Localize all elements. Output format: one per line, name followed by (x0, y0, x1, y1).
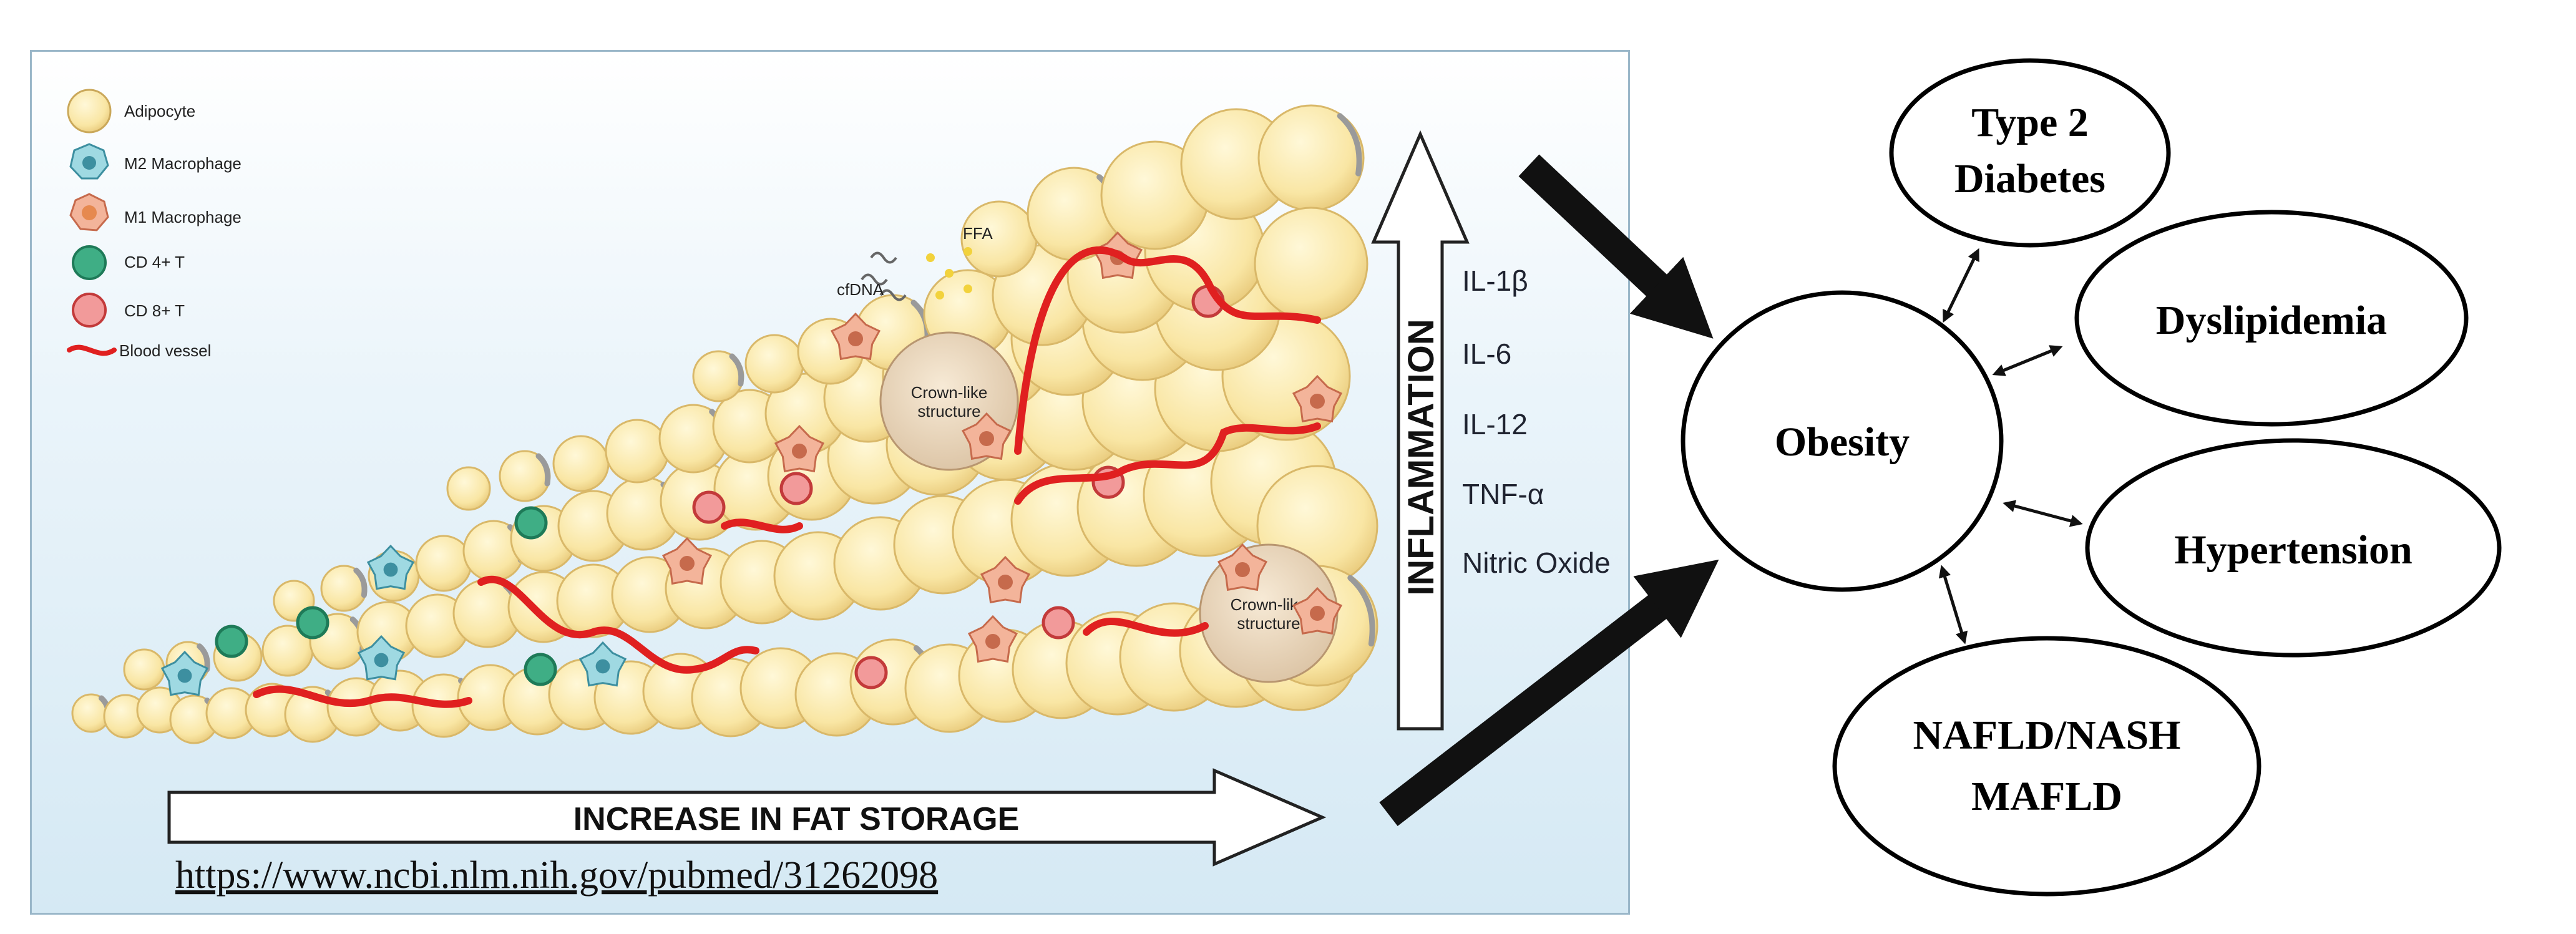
cd8-t-cell (692, 490, 726, 524)
node-nafld-line1: NAFLD/NASH (1913, 713, 2180, 758)
legend-label-vessel: Blood vessel (119, 341, 211, 360)
cd4-t-cell (296, 606, 329, 640)
cytokine-il12: IL-12 (1462, 408, 1528, 440)
legend-label-cd4: CD 4+ T (124, 253, 185, 271)
cd8-t-cell-icon (72, 293, 107, 328)
m2-macrophage-nucleus (595, 659, 610, 674)
cell-membrane-crescent (729, 353, 744, 387)
m1-macrophage-nucleus (848, 331, 863, 346)
m2-macrophage-icon (69, 143, 109, 180)
legend-label-adipocyte: Adipocyte (124, 102, 195, 120)
m1-macrophage-nucleus (680, 556, 695, 571)
adipocyte-cell (744, 334, 804, 394)
node-obesity: Obesity (1681, 290, 2004, 592)
node-type2-diabetes: Type 2 Diabetes (1889, 58, 2171, 248)
blood-vessel-icon (67, 344, 117, 356)
cell-membrane-crescent (353, 567, 368, 598)
cytokine-il1b: IL-1β (1462, 265, 1528, 297)
m1-macrophage-icon (69, 193, 109, 231)
adipocyte-cell (446, 466, 491, 511)
adipocyte-cell (1254, 207, 1368, 321)
m2-macrophage-nucleus (177, 668, 192, 683)
node-hypertension: Hypertension (2085, 438, 2502, 658)
ffa-cfdna-release: FFA cfDNA (837, 224, 993, 301)
source-url-link[interactable]: https://www.ncbi.nlm.nih.gov/pubmed/3126… (175, 854, 938, 897)
blood-vessels (253, 246, 1321, 708)
m1-macrophage-nucleus (979, 431, 994, 446)
connector-obesity-htn (2003, 500, 2083, 527)
connector-obesity-dys (1992, 345, 2063, 376)
node-obesity-label: Obesity (1775, 419, 1910, 465)
m1-macrophage-nucleus (998, 575, 1013, 590)
legend-label-m1: M1 Macrophage (124, 208, 242, 226)
cfdna-label: cfDNA (837, 280, 884, 299)
node-dyslipidemia-label: Dyslipidemia (2156, 298, 2387, 343)
cell-membrane-crescent (1347, 575, 1375, 647)
adipose-tissue-illustration: Adipocyte M2 Macrophage M1 Macrophage CD… (67, 89, 1611, 897)
cytokine-list: IL-1β IL-6 IL-12 TNF-α Nitric Oxide (1462, 265, 1611, 579)
cytokine-tnfa: TNF-α (1462, 478, 1544, 510)
crown-like-label-1b: structure (917, 402, 980, 421)
cd4-t-cell (215, 625, 248, 658)
fat-storage-label: INCREASE IN FAT STORAGE (573, 801, 1020, 837)
node-dyslipidemia: Dyslipidemia (2074, 210, 2469, 427)
m1-macrophage-nucleus (985, 634, 1000, 649)
ffa-label: FFA (963, 224, 993, 243)
blood-vessel-1 (253, 685, 472, 708)
cell-membrane-crescent (1337, 113, 1362, 177)
m1-macrophage-nucleus (792, 444, 807, 459)
blood-vessel-6 (1083, 618, 1209, 637)
adipocyte-cell (605, 419, 670, 484)
adipocyte-icon (67, 89, 112, 134)
legend-label-cd8: CD 8+ T (124, 301, 185, 320)
crown-like-label-2b: structure (1237, 614, 1300, 633)
cd8-t-cell (1042, 606, 1075, 640)
node-t2d-line2: Diabetes (1954, 156, 2105, 202)
inflammation-label: INFLAMMATION (1401, 319, 1442, 596)
cd4-t-cell (524, 653, 557, 686)
m1-macrophage-nucleus (1310, 606, 1325, 621)
node-hypertension-label: Hypertension (2174, 527, 2412, 573)
blood-vessel-3 (721, 518, 803, 533)
blood-vessel-4 (1014, 246, 1321, 455)
adipocyte-cell (123, 648, 165, 691)
m1-macrophage-nucleus (1235, 562, 1250, 577)
cytokine-il6: IL-6 (1462, 338, 1511, 370)
cd8-t-cell (854, 656, 888, 689)
m1-macrophage-nucleus (1310, 394, 1325, 409)
connector-obesity-t2d (1943, 248, 1979, 323)
connector-obesity-nafld (1938, 565, 1968, 645)
cytokine-nitric-oxide: Nitric Oxide (1462, 547, 1611, 579)
cell-membrane-crescent (535, 453, 551, 487)
legend: Adipocyte M2 Macrophage M1 Macrophage CD… (67, 89, 242, 360)
cd4-t-cell-icon (72, 245, 107, 280)
cd8-t-cell (779, 472, 813, 505)
cd4-t-cell (514, 506, 548, 540)
blood-vessel-5 (1014, 422, 1321, 505)
crown-like-label-1a: Crown-like (911, 383, 988, 402)
blood-vessel-2 (477, 575, 759, 674)
adipose-tissue-cells (71, 104, 1378, 744)
inflammation-arrow: INFLAMMATION (1371, 130, 1470, 731)
adipocyte-cell (415, 535, 472, 592)
fat-storage-arrow: INCREASE IN FAT STORAGE (167, 768, 1327, 867)
m2-macrophage-nucleus (374, 653, 389, 668)
node-t2d-line1: Type 2 (1971, 100, 2089, 145)
node-nafld: NAFLD/NASH MAFLD (1832, 636, 2261, 897)
m2-macrophage-nucleus (383, 562, 398, 577)
cell-membrane-crescent (197, 643, 210, 673)
adipose-inflammation-figure: Adipocyte M2 Macrophage M1 Macrophage CD… (30, 50, 1630, 915)
node-nafld-line2: MAFLD (1971, 774, 2122, 819)
legend-label-m2: M2 Macrophage (124, 154, 242, 173)
adipocyte-cell (552, 435, 610, 492)
